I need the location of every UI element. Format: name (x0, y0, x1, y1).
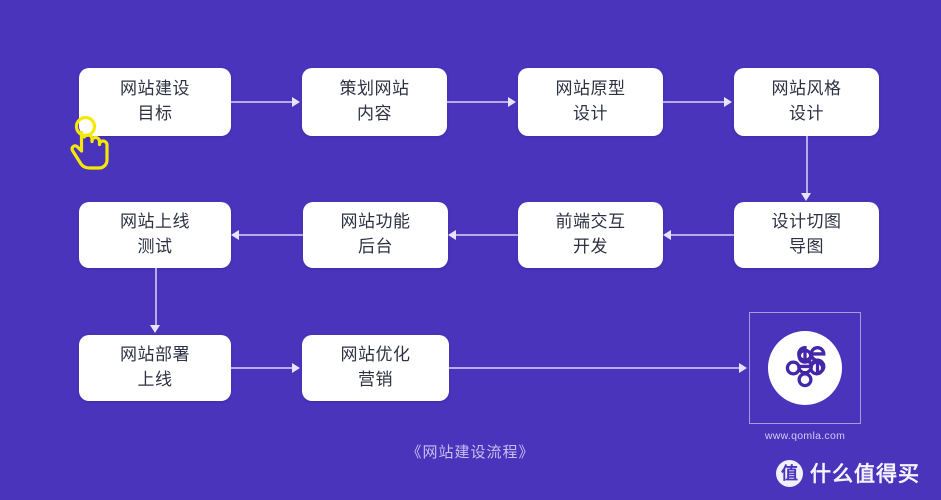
node-line-1: 网站原型 (555, 79, 626, 99)
connector-node10-logo (449, 367, 742, 369)
flow-node-deploy-online[interactable]: 网站部署 上线 (79, 335, 231, 401)
connector-node9-node10 (231, 367, 295, 369)
arrowhead-node2-node3 (508, 97, 516, 107)
logo-frame (749, 312, 861, 424)
node-line-2: 上线 (137, 370, 173, 389)
arrowhead-node5-node6 (663, 230, 671, 240)
node-line-2: 目标 (137, 104, 173, 123)
connector-node4-node5 (806, 136, 808, 196)
node-line-1: 前端交互 (555, 212, 626, 232)
node-line-2: 设计 (573, 104, 608, 123)
node-line-1: 网站优化 (340, 345, 411, 365)
connector-node2-node3 (447, 101, 511, 103)
connector-node6-node7 (456, 234, 518, 236)
node-line-1: 网站风格 (771, 79, 842, 99)
node-line-1: 设计切图 (771, 212, 842, 232)
node-line-1: 网站部署 (120, 345, 190, 365)
connector-node1-node2 (231, 101, 295, 103)
arrowhead-node6-node7 (448, 230, 456, 240)
qomla-clover-logo-icon (768, 331, 842, 405)
arrowhead-node9-node10 (292, 363, 300, 373)
connector-node5-node6 (671, 234, 734, 236)
node-line-1: 网站上线 (120, 212, 190, 232)
node-line-2: 导图 (789, 237, 824, 256)
flow-node-slice-design[interactable]: 设计切图 导图 (734, 202, 879, 268)
watermark: 值 什么值得买 (776, 458, 920, 488)
connector-node8-node9 (155, 268, 157, 328)
arrowhead-node7-node8 (231, 230, 239, 240)
arrowhead-node3-node4 (724, 97, 732, 107)
tap-hand-cursor-icon (66, 114, 118, 170)
flow-node-frontend-dev[interactable]: 前端交互 开发 (518, 202, 663, 268)
node-line-1: 网站功能 (340, 212, 411, 232)
connector-node3-node4 (663, 101, 727, 103)
node-line-2: 测试 (137, 237, 173, 256)
node-line-2: 设计 (789, 104, 824, 123)
node-line-2: 后台 (358, 237, 393, 256)
flow-node-style-design[interactable]: 网站风格 设计 (734, 68, 879, 136)
flow-node-website-goal[interactable]: 网站建设 目标 (79, 68, 231, 136)
node-line-1: 网站建设 (120, 79, 190, 99)
flow-node-plan-content[interactable]: 策划网站 内容 (302, 68, 447, 136)
flow-node-prototype-design[interactable]: 网站原型 设计 (518, 68, 663, 136)
connector-node7-node8 (239, 234, 303, 236)
flow-node-launch-test[interactable]: 网站上线 测试 (79, 202, 231, 268)
logo-url-text: www.qomla.com (764, 430, 846, 442)
flow-node-backend-function[interactable]: 网站功能 后台 (303, 202, 448, 268)
node-line-2: 营销 (358, 370, 393, 389)
watermark-text: 什么值得买 (810, 463, 920, 486)
arrowhead-node1-node2 (292, 97, 300, 107)
arrowhead-node10-logo (739, 363, 747, 373)
flow-node-optimize-marketing[interactable]: 网站优化 营销 (302, 335, 449, 401)
arrowhead-node4-node5 (801, 193, 811, 201)
node-line-2: 开发 (573, 237, 608, 256)
node-line-1: 策划网站 (339, 79, 410, 99)
arrowhead-node8-node9 (150, 325, 160, 333)
node-line-2: 内容 (357, 104, 392, 123)
diagram-caption: 《网站建设流程》 (406, 444, 535, 461)
watermark-badge-icon: 值 (776, 459, 803, 487)
